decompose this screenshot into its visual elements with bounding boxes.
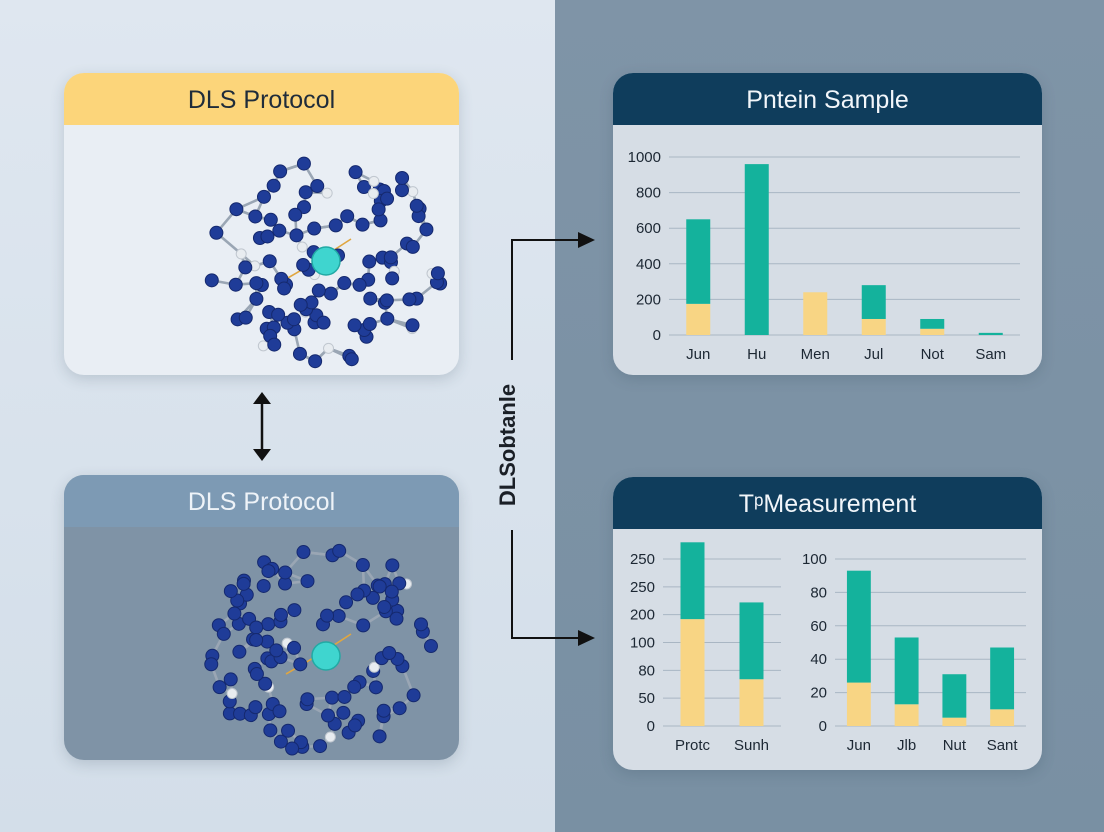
protocol-card-bottom-title: DLS Protocol bbox=[64, 475, 459, 527]
connector-label-text: DLSobtanle bbox=[495, 383, 520, 507]
measurement-title: TᵖMeasurement bbox=[613, 477, 1042, 529]
protein-chart-bar-not-s1 bbox=[920, 318, 945, 329]
molecule-center-atom bbox=[311, 641, 341, 671]
measure-chart-left-bar-protc-s1 bbox=[680, 542, 705, 620]
protein-chart-y-tick-label: 1000 bbox=[628, 149, 661, 166]
measure-chart-right-bar-jun-s1 bbox=[846, 570, 871, 683]
measure-chart-right-y-tick-label: 0 bbox=[819, 718, 827, 735]
measure-chart-left-y-tick-label: 250 bbox=[630, 579, 655, 596]
molecule-center-atom bbox=[311, 246, 341, 276]
measure-chart-left-y-tick-label: 100 bbox=[630, 635, 655, 652]
measure-chart-right-y-tick-label: 100 bbox=[802, 551, 827, 568]
protein-chart-x-tick-label: Jul bbox=[864, 346, 883, 363]
measure-chart-left-bar-sunh-s1 bbox=[739, 602, 764, 680]
measure-chart-right-bar-nut-s0 bbox=[942, 717, 967, 726]
measure-chart-right-y-tick-label: 80 bbox=[810, 584, 827, 601]
protein-sample-title: Pntein Sample bbox=[613, 73, 1042, 125]
protein-chart-bar-jul-s1 bbox=[861, 285, 886, 319]
measure-chart-right-bar-nut-s1 bbox=[942, 674, 967, 718]
measure-chart-left-x-tick-label: Sunh bbox=[734, 737, 769, 754]
protein-chart-bar-men-s0 bbox=[803, 292, 828, 335]
measure-chart-left-y-tick-label: 80 bbox=[638, 662, 655, 679]
protein-chart-y-tick-label: 600 bbox=[636, 220, 661, 237]
measure-chart-left-y-tick-label: 250 bbox=[630, 551, 655, 568]
protein-chart-bar-not-s0 bbox=[920, 328, 945, 335]
protein-chart-x-tick-label: Men bbox=[801, 346, 830, 363]
protocol-card-bottom: DLS Protocol bbox=[64, 475, 459, 760]
protein-chart-x-tick-label: Jun bbox=[686, 346, 710, 363]
measure-chart-left-bar-sunh-s0 bbox=[739, 679, 764, 726]
measure-chart-right-y-tick-label: 60 bbox=[810, 618, 827, 635]
molecule-atoms bbox=[204, 156, 448, 369]
protein-chart-bar-sam-s1 bbox=[978, 332, 1003, 335]
measure-chart-right-x-tick-label: Jun bbox=[847, 737, 871, 754]
measure-chart-left-y-tick-label: 50 bbox=[638, 690, 655, 707]
measure-chart-right-x-tick-label: Nut bbox=[943, 737, 967, 754]
measure-chart-right-bar-sant-s0 bbox=[990, 709, 1015, 726]
measure-chart-right-bar-sant-s1 bbox=[990, 647, 1015, 710]
measure-chart-right-x-tick-label: Jlb bbox=[897, 737, 916, 754]
protein-chart-y-tick-label: 0 bbox=[653, 327, 661, 344]
protein-chart-y-tick-label: 400 bbox=[636, 256, 661, 273]
measure-chart-right-y-tick-label: 40 bbox=[810, 651, 827, 668]
measure-chart-right-bar-jlb-s0 bbox=[894, 704, 919, 726]
measure-chart-right-y-tick-label: 20 bbox=[810, 685, 827, 702]
protein-chart-x-tick-label: Not bbox=[921, 346, 945, 363]
measure-chart-right-bar-jlb-s1 bbox=[894, 637, 919, 705]
protocol-card-top-title: DLS Protocol bbox=[64, 73, 459, 125]
measure-chart-left-y-tick-label: 200 bbox=[630, 607, 655, 624]
protein-chart-bar-jul-s0 bbox=[861, 318, 886, 335]
protein-chart-x-tick-label: Hu bbox=[747, 346, 766, 363]
protein-chart-x-tick-label: Sam bbox=[975, 346, 1006, 363]
protein-chart-y-tick-label: 200 bbox=[636, 291, 661, 308]
measure-chart-right-x-tick-label: Sant bbox=[987, 737, 1019, 754]
measure-chart-right-bar-jun-s0 bbox=[846, 682, 871, 726]
protocol-card-top: DLS Protocol bbox=[64, 73, 459, 375]
molecule-atoms bbox=[204, 543, 438, 756]
molecule-icon bbox=[204, 156, 448, 369]
protein-chart-bar-jun-s0 bbox=[686, 303, 711, 335]
protein-chart-bar-hu-s1 bbox=[744, 164, 769, 335]
molecule-icon bbox=[204, 543, 438, 756]
measure-chart-left-bar-protc-s0 bbox=[680, 619, 705, 726]
protein-chart-bar-jun-s1 bbox=[686, 219, 711, 304]
protein-chart-y-tick-label: 800 bbox=[636, 185, 661, 202]
measure-chart-left-x-tick-label: Protc bbox=[675, 737, 711, 754]
measure-chart-left-y-tick-label: 0 bbox=[647, 718, 655, 735]
